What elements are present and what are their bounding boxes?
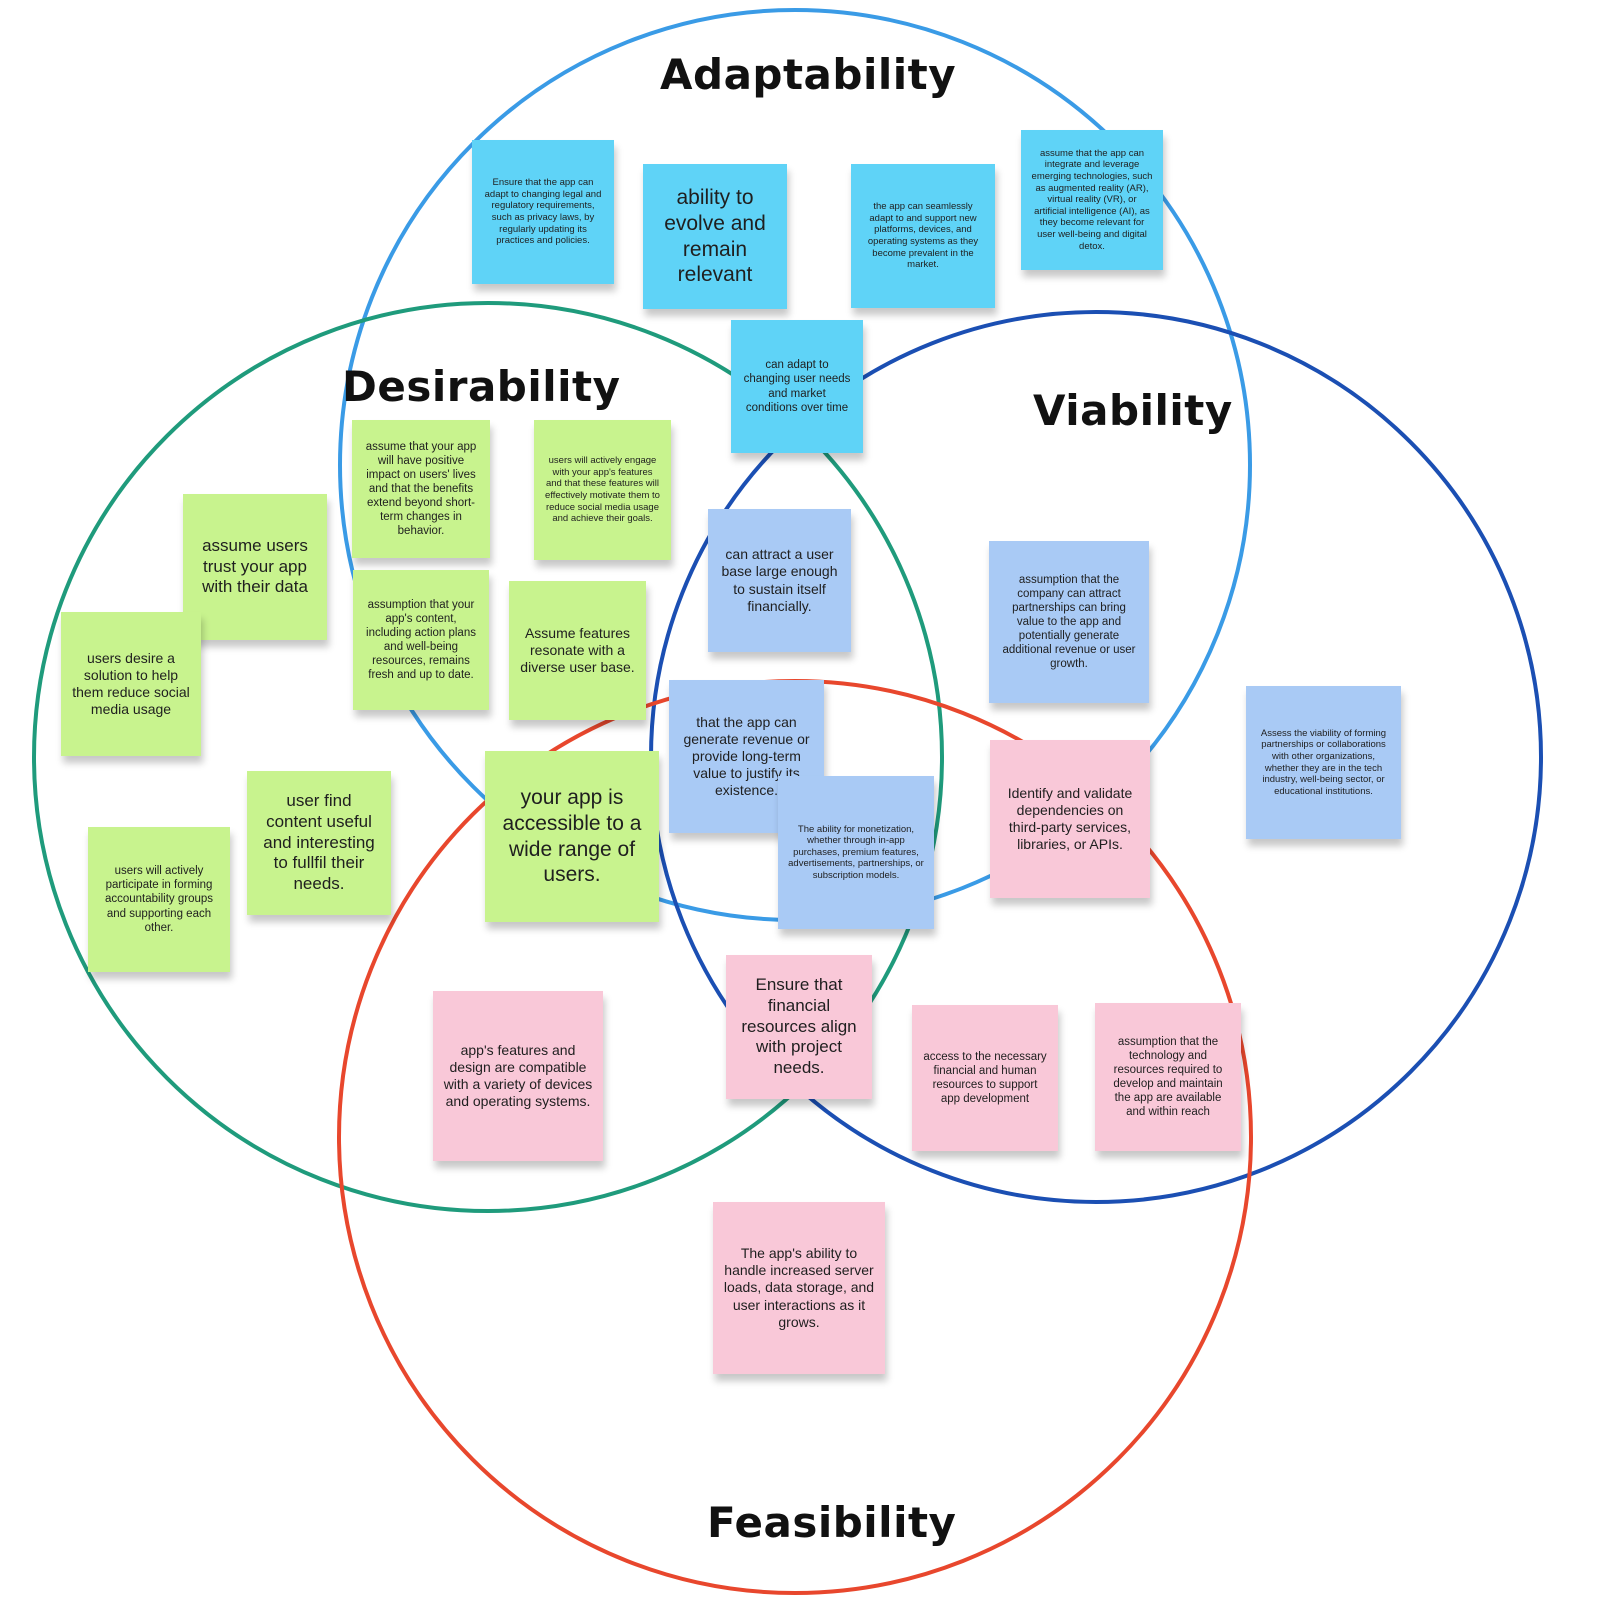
sticky-note-des-positive-impact: assume that your app will have positive …: [352, 420, 490, 558]
sticky-note-adapt-legal: Ensure that the app can adapt to changin…: [472, 140, 614, 284]
sticky-note-des-accessible: your app is accessible to a wide range o…: [485, 751, 659, 922]
sticky-note-des-solution: users desire a solution to help them red…: [61, 612, 201, 756]
feasibility-label: Feasibility: [707, 1498, 957, 1547]
sticky-note-des-trust: assume users trust your app with their d…: [183, 494, 327, 640]
sticky-note-adapt-emerging: assume that the app can integrate and le…: [1021, 130, 1163, 270]
sticky-note-via-user-base: can attract a user base large enough to …: [708, 509, 851, 652]
sticky-note-des-content-useful: user find content useful and interesting…: [247, 771, 391, 915]
sticky-note-fea-access-resources: access to the necessary financial and hu…: [912, 1005, 1058, 1151]
sticky-note-des-content-fresh: assumption that your app's content, incl…: [353, 570, 489, 710]
sticky-note-fea-technology: assumption that the technology and resou…: [1095, 1003, 1241, 1151]
sticky-note-fea-dependencies: Identify and validate dependencies on th…: [990, 740, 1150, 898]
sticky-note-adapt-platforms: the app can seamlessly adapt to and supp…: [851, 164, 995, 308]
desirability-label: Desirability: [342, 362, 621, 411]
sticky-note-adapt-user-needs: can adapt to changing user needs and mar…: [731, 320, 863, 453]
desirability-circle: [32, 301, 944, 1213]
sticky-note-fea-compatible: app's features and design are compatible…: [433, 991, 603, 1161]
sticky-note-des-diverse: Assume features resonate with a diverse …: [509, 581, 646, 720]
sticky-note-via-revenue: that the app can generate revenue or pro…: [669, 680, 824, 833]
sticky-note-des-accountability: users will actively participate in formi…: [88, 827, 230, 972]
sticky-note-via-monetization: The ability for monetization, whether th…: [778, 776, 934, 929]
adaptability-label: Adaptability: [660, 50, 957, 99]
sticky-note-fea-financial-align: Ensure that financial resources align wi…: [726, 955, 872, 1099]
sticky-note-adapt-evolve: ability to evolve and remain relevant: [643, 164, 787, 309]
viability-label: Viability: [1033, 386, 1233, 435]
sticky-note-via-partnerships-company: assumption that the company can attract …: [989, 541, 1149, 703]
sticky-note-via-partnerships-orgs: Assess the viability of forming partners…: [1246, 686, 1401, 839]
sticky-note-des-engage: users will actively engage with your app…: [534, 420, 671, 560]
sticky-note-fea-scale: The app's ability to handle increased se…: [713, 1202, 885, 1374]
